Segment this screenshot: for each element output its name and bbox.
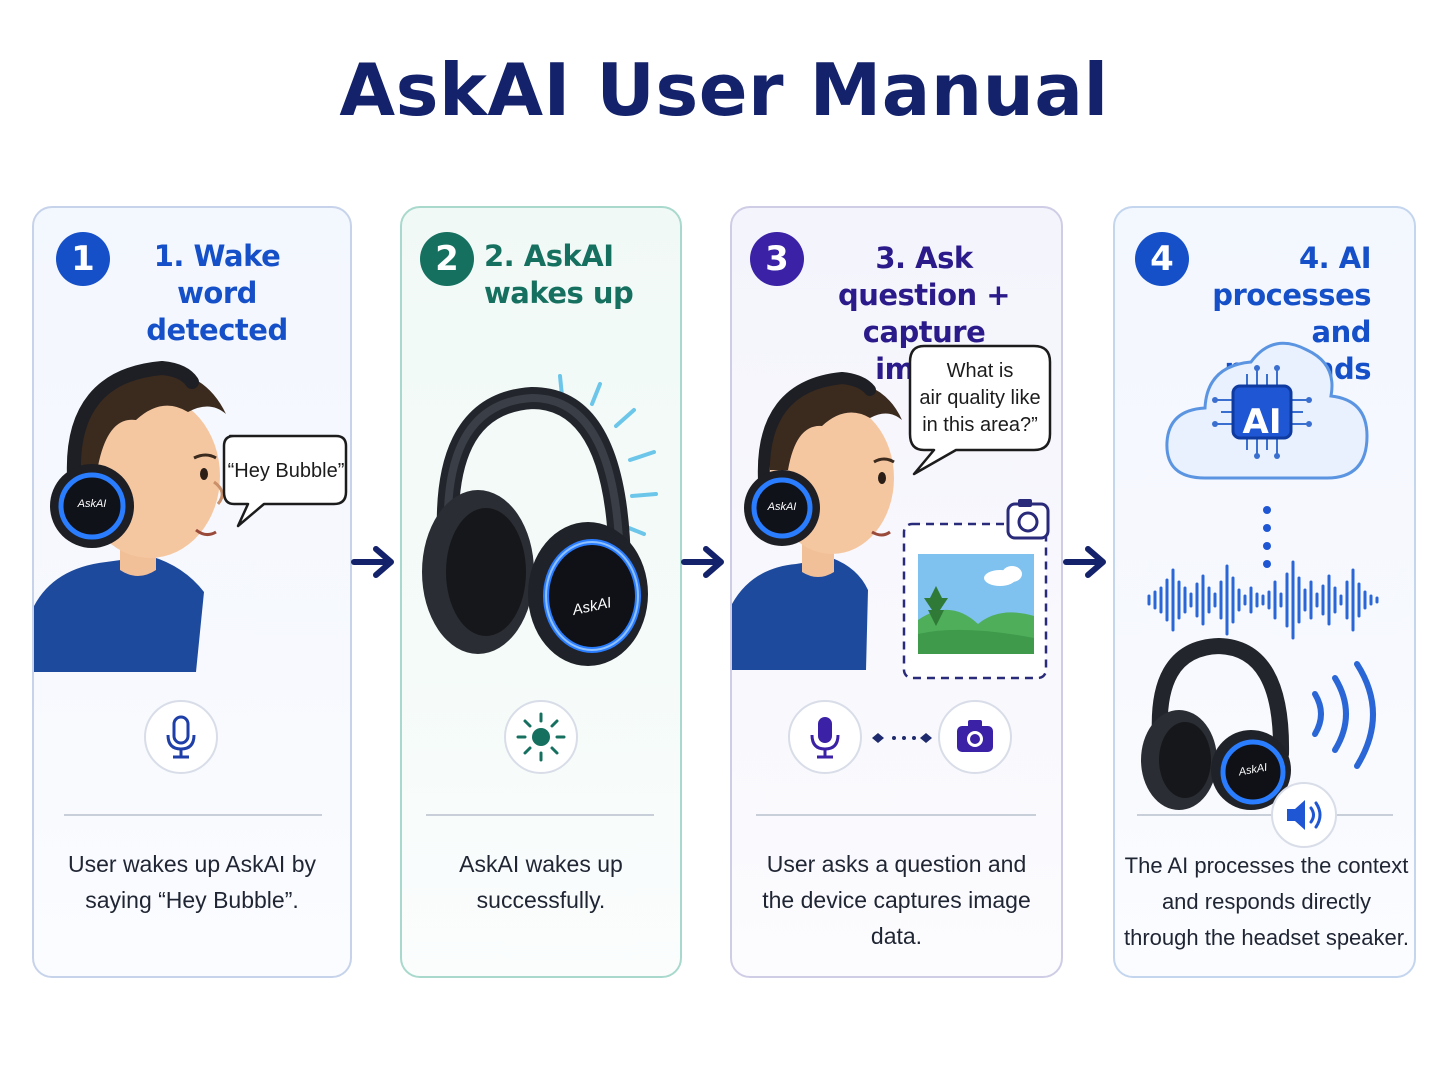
step-card-2: 2 2. AskAI wakes up AskAI [400,206,682,978]
description-line: User wakes up AskAI by [68,851,316,877]
person-with-headset-illustration [34,360,226,672]
step-number-badge: 3 [750,232,804,286]
sun-icon [504,700,578,774]
divider [756,814,1036,816]
connection-dots [1263,506,1271,568]
person-with-headset-illustration [732,371,902,670]
step-number-badge: 1 [56,232,110,286]
headset-illustration [1141,638,1291,810]
bubble-line: What is [946,360,1014,382]
bubble-line: air quality like [919,387,1041,409]
camera-icon [938,700,1012,774]
divider [64,814,322,816]
description-line: through the headset speaker. [1124,925,1409,950]
step-description: User asks a question and the device capt… [740,846,1053,954]
sound-waves-icon [1312,661,1376,769]
description-line: User asks a question and [766,851,1027,877]
headset-label: AskAI [77,498,107,510]
microphone-icon [788,700,862,774]
step-card-4: 4 4. AI processes and responds AI [1113,206,1416,978]
step-title-line: 3. Ask question + [837,241,1011,312]
speech-bubble [222,434,348,528]
page-title: AskAI User Manual [339,48,1109,132]
step-title-line: 4. AI processes [1212,241,1371,312]
step-description: The AI processes the context and respond… [1121,848,1412,956]
step-number-badge: 4 [1135,232,1189,286]
description-line: saying “Hey Bubble”. [85,887,299,913]
ai-cloud-icon [1165,341,1369,480]
description-line: AskAI wakes up [459,851,623,877]
step-title-line: 2. AskAI [484,239,614,273]
bubble-line: in this area?” [922,414,1038,436]
step-description: User wakes up AskAI by saying “Hey Bubbl… [44,846,340,918]
speech-bubble-text: “Hey Bubble” [227,460,345,482]
connection-dots [872,733,932,743]
step-title: 1. Wake word detected [112,238,322,349]
speech-bubble [908,344,1052,476]
description-line: and responds directly [1161,889,1372,914]
step-title-line: wakes up [484,276,634,310]
step-title-line: detected [146,313,288,347]
step-title: 2. AskAI wakes up [484,238,644,312]
ai-chip-label: AI [1242,402,1282,442]
step-description: AskAI wakes up successfully. [412,846,670,918]
microphone-icon [144,700,218,774]
step-card-3: 3 3. Ask question + capture image AskAI … [730,206,1063,978]
step-number-badge: 2 [420,232,474,286]
headset-illustration [422,374,658,666]
step-card-1: 1 1. Wake word detected AskAI “Hey Bubbl… [32,206,352,978]
description-line: the device captures image [762,887,1031,913]
captured-image-illustration [902,499,1050,680]
speech-bubble-text: What is air quality like in this area?” [910,358,1050,439]
arrow-right-icon [351,546,394,578]
description-line: The AI processes the context [1124,853,1409,878]
arrow-right-icon [681,546,724,578]
description-line: data. [870,923,923,949]
arrow-right-icon [1063,546,1106,578]
divider [1137,814,1393,816]
step-title-line: 1. Wake word [153,239,281,310]
sound-wave-icon [1147,560,1379,640]
description-line: successfully. [476,887,606,913]
headset-label: AskAI [767,501,797,513]
divider [426,814,654,816]
speaker-icon [1271,782,1337,848]
